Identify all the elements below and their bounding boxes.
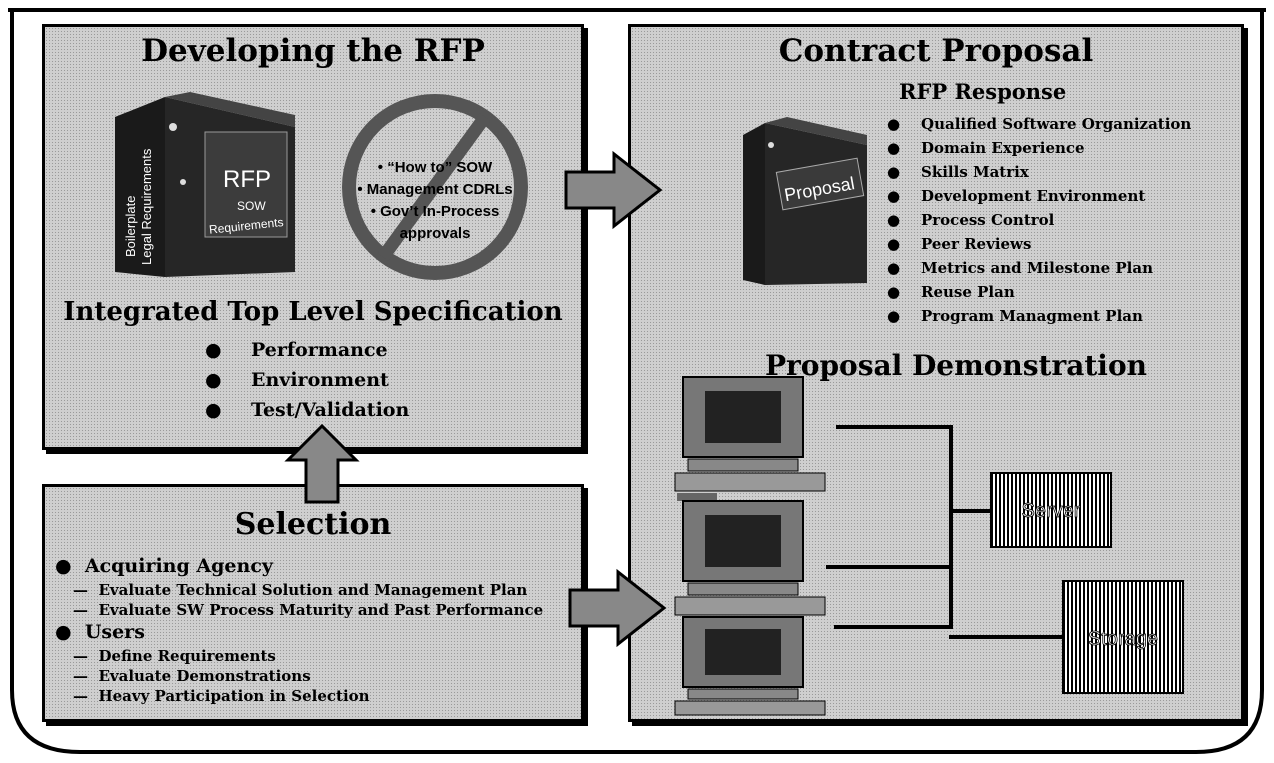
bullet-icon: ● [55,621,72,643]
selection-title: Selection [234,507,392,542]
response-item: ●Qualified Software Organization [887,115,1192,133]
prohibited-icon: • “How to” SOW • Management CDRLs • Gov’… [342,94,528,280]
arrow-rfp-to-proposal [564,150,663,230]
selection-group-1: ● Acquiring Agency [55,555,273,577]
group-label: Acquiring Agency [84,555,273,577]
prohibited-line-4: approvals [400,225,471,242]
proposal-panel: Contract Proposal Proposal RFP Response … [628,24,1244,722]
response-item: ●Skills Matrix [887,163,1029,181]
rfp-response-list: ●Qualified Software Organization ●Domain… [887,112,1191,328]
prohibited-line-3: • Gov’t In-Process [371,203,500,220]
response-item: ●Process Control [887,211,1055,229]
server-box [990,472,1112,548]
server-label: Server [1022,500,1081,522]
spec-item: ●Test/Validation [205,399,410,421]
spec-list: ●Performance ●Environment ●Test/Validati… [205,335,409,425]
proposal-binder-icon: Proposal [743,117,867,285]
computer-icon [674,616,826,716]
computer-icon [674,500,826,616]
storage-label: Storage [1088,628,1158,650]
selection-group-2: ● Users [55,621,145,643]
spec-title: Integrated Top Level Specification [63,297,563,327]
rfp-response-title: RFP Response [899,79,1067,104]
computer-icon [674,376,826,501]
arrow-selection-to-rfp [284,424,360,504]
selection-subitem: — Evaluate Demonstrations [73,667,311,685]
binder-cover-line1: SOW [237,199,266,213]
response-item: ●Reuse Plan [887,283,1015,301]
arrow-selection-to-demo [568,568,667,648]
binder-cover-title: RFP [223,166,271,193]
spec-item: ●Performance [205,339,388,361]
response-item: ●Peer Reviews [887,235,1032,253]
rfp-binder-icon: Boilerplate Legal Requirements RFP SOW R… [115,92,295,277]
selection-subitem: — Evaluate Technical Solution and Manage… [73,581,528,599]
selection-panel: Selection ● Acquiring Agency — Evaluate … [42,484,584,722]
rfp-panel: Developing the RFP Boilerplate Legal Req… [42,24,584,450]
rfp-panel-title: Developing the RFP [141,33,485,69]
response-item: ●Domain Experience [887,139,1085,157]
selection-subitem: — Heavy Participation in Selection [73,687,370,705]
group-label: Users [84,621,145,643]
demo-network: Server Storage [674,376,1184,716]
selection-subitem: — Define Requirements [73,647,276,665]
binder-side-line2: Legal Requirements [139,148,154,265]
response-item: ●Program Managment Plan [887,307,1143,325]
demo-title: Proposal Demonstration [765,349,1147,382]
prohibited-line-2: • Management CDRLs [357,181,512,198]
response-item: ●Development Environment [887,187,1146,205]
selection-subitem: — Evaluate SW Process Maturity and Past … [73,601,544,619]
response-item: ●Metrics and Milestone Plan [887,259,1154,277]
binder-side-line1: Boilerplate [123,196,138,257]
prohibited-line-1: • “How to” SOW [378,159,493,176]
proposal-title: Contract Proposal [778,33,1094,69]
storage-box [1062,580,1184,694]
spec-item: ●Environment [205,369,389,391]
bullet-icon: ● [55,555,72,577]
